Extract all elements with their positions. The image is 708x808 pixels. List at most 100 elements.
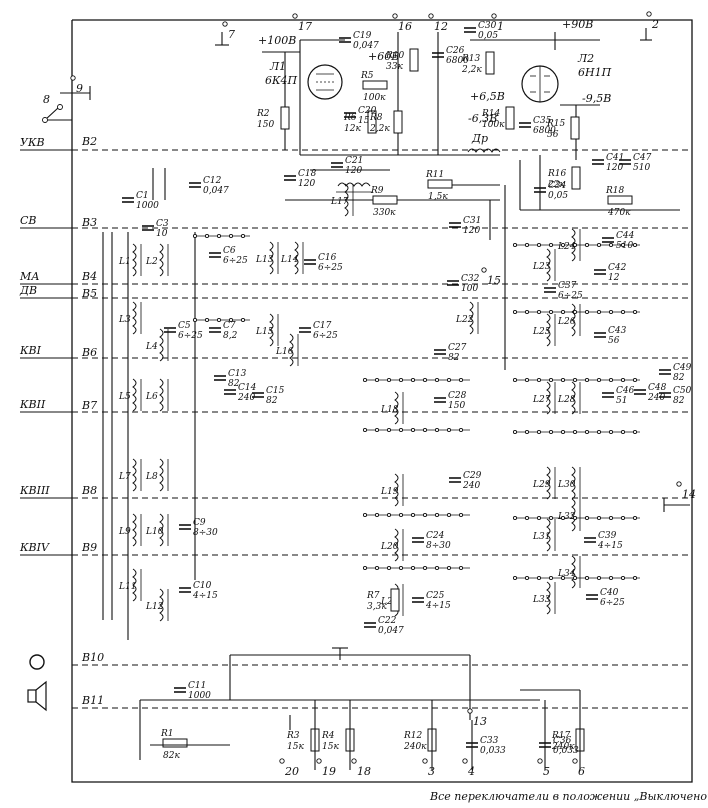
capacitor-ref: C46 (616, 386, 635, 396)
capacitor-ref: C32 (461, 274, 480, 284)
resistor-value: 240к (551, 742, 575, 752)
resistor-value: 33к (386, 62, 403, 72)
capacitor-ref: C3 (156, 219, 169, 229)
capacitor-value: 6800 (446, 56, 469, 66)
speaker-icon (27, 680, 47, 712)
terminal-label: 6 (578, 765, 585, 778)
coil: L19 (380, 473, 404, 507)
resistor-ref: R12 (403, 731, 423, 741)
capacitor-value: 0,047 (353, 41, 379, 51)
capacitor-value: 120 (298, 179, 315, 189)
resistor-ref: R17 (551, 731, 571, 741)
resistor-value: 3,3к (367, 602, 387, 612)
coil-ref: L11 (118, 582, 136, 592)
resistor-ref: R4 (321, 731, 335, 741)
coil-ref: L10 (145, 527, 164, 537)
capacitor-ref: C27 (448, 343, 467, 353)
supply-voltage: -9,5В (582, 92, 611, 105)
capacitor-ref: C43 (608, 326, 627, 336)
coil-ref: L9 (118, 527, 131, 537)
band-label: СВ (20, 214, 37, 227)
coil-ref: L8 (145, 472, 158, 482)
terminal-label: 4 (467, 765, 475, 778)
coil-ref: L29 (532, 480, 551, 490)
capacitor-value: 6÷25 (178, 331, 203, 341)
coil-ref: L15 (255, 327, 274, 337)
switch-section-label: В10 (81, 651, 104, 664)
capacitor-ref: C24 (426, 531, 445, 541)
capacitor-ref: C29 (463, 471, 482, 481)
switch-section-label: В9 (81, 541, 97, 554)
capacitor-ref: C7 (223, 321, 236, 331)
switch-section-label: В5 (81, 287, 97, 300)
capacitor-value: 82 (228, 379, 240, 389)
coil-ref: L33 (532, 595, 551, 605)
resistor-value: 100к (363, 93, 386, 103)
coil-ref: L17 (330, 197, 349, 207)
coil: L9 (118, 513, 142, 547)
capacitor-value: 56 (608, 336, 620, 346)
terminal-label: 5 (543, 765, 550, 778)
tube-section (262, 32, 680, 370)
capacitor-ref: C19 (353, 31, 372, 41)
coil: L27 (532, 381, 556, 415)
coil: L15 (255, 313, 279, 347)
coil-ref: L6 (145, 392, 158, 402)
capacitor-ref: C49 (673, 363, 692, 373)
coil-ref: L32 (557, 512, 576, 522)
resistor-value: 2,2к (461, 65, 482, 75)
band-label: ДВ (19, 284, 37, 297)
terminal-label: 7 (228, 28, 235, 41)
coil: L18 (380, 391, 404, 425)
coil-ref: L22 (455, 315, 474, 325)
coil: L31 (532, 518, 556, 552)
capacitor-value: 1000 (136, 201, 159, 211)
coil: L32 (557, 498, 581, 532)
capacitor-ref: C50 (673, 386, 692, 396)
switch-rails (102, 168, 196, 640)
terminal-label: 16 (398, 20, 412, 33)
capacitor-ref: C37 (558, 281, 577, 291)
capacitor-ref: C22 (378, 616, 397, 626)
switch-section-label: В7 (81, 399, 97, 412)
coil-ref: L24 (557, 242, 576, 252)
board-frame (71, 19, 693, 783)
tube-ref: Л2 (577, 52, 594, 65)
capacitor-value: 8÷30 (426, 541, 451, 551)
switch-section-label: В8 (81, 484, 97, 497)
coil: L28 (557, 381, 581, 415)
capacitor-value: 8÷30 (193, 528, 218, 538)
capacitor-ref: C48 (648, 383, 667, 393)
lower-switch (139, 647, 581, 770)
terminal-label: 1 (497, 20, 504, 33)
capacitor-ref: C14 (238, 383, 257, 393)
capacitor-ref: C39 (598, 531, 617, 541)
coil: L3 (118, 301, 142, 335)
band-label: КВIII (19, 484, 50, 497)
resistor-value: 240к (403, 742, 427, 752)
coil-ref: L7 (118, 472, 131, 482)
power-switch (42, 86, 91, 123)
terminal-label: 2 (651, 18, 659, 31)
